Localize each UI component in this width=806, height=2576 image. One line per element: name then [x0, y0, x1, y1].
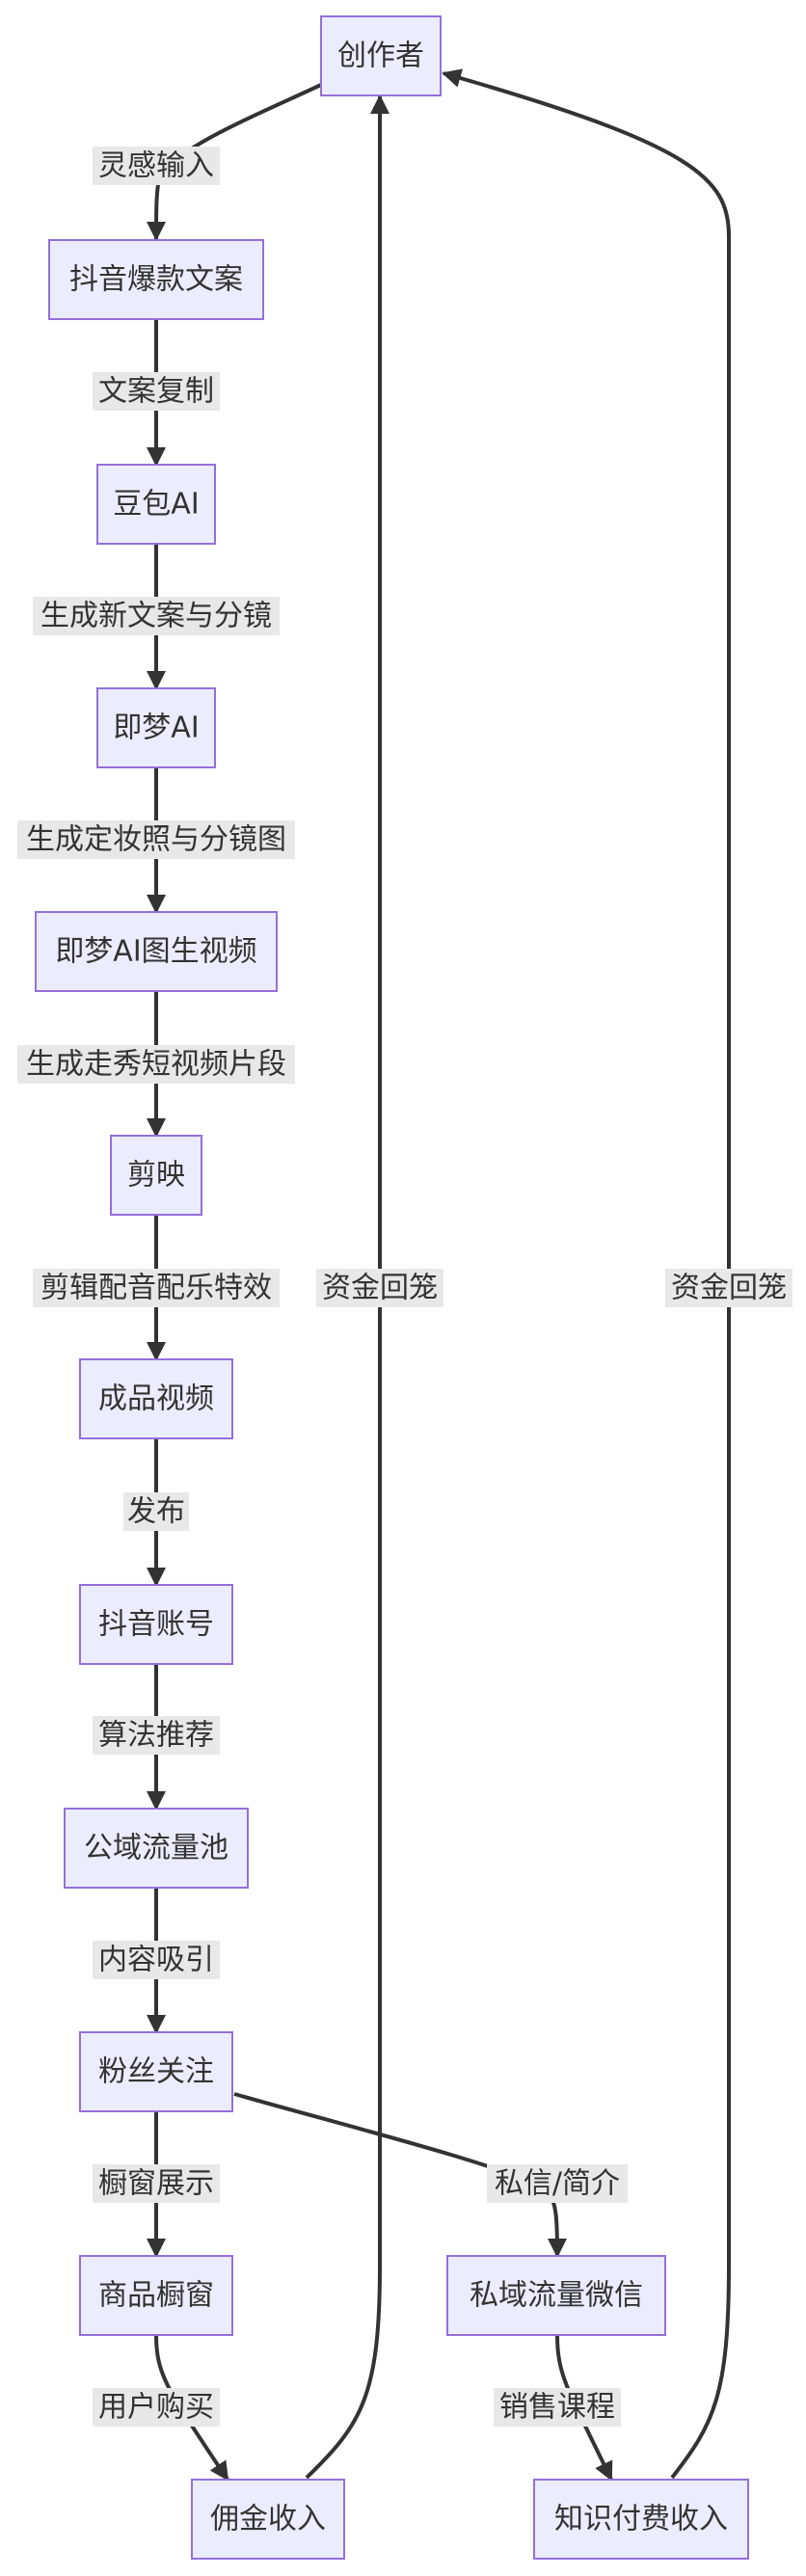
node-jimeng-video: 即梦AI图生视频	[35, 911, 278, 992]
node-douyin-copy-label: 抖音爆款文案	[69, 263, 243, 297]
node-doubao: 豆包AI	[96, 464, 216, 545]
label-display: 橱窗展示	[98, 2167, 214, 2201]
label-purchase: 用户购买	[98, 2391, 214, 2425]
node-jimeng: 即梦AI	[96, 687, 216, 768]
node-knowledge-income: 知识付费收入	[533, 2479, 749, 2560]
label-inspiration: 灵感输入	[98, 149, 214, 183]
node-fans: 粉丝关注	[79, 2031, 233, 2112]
node-final-video: 成品视频	[79, 1358, 233, 1439]
node-knowledge-income-label: 知识付费收入	[554, 2503, 728, 2536]
label-gen-clips: 生成走秀短视频片段	[26, 1048, 286, 1082]
node-creator: 创作者	[320, 15, 442, 96]
label-return-left: 资金回笼	[322, 1272, 438, 1305]
label-attract: 内容吸引	[98, 1944, 214, 1977]
node-private-wechat-label: 私域流量微信	[470, 2279, 643, 2313]
edge-labels: 灵感输入 文案复制 生成新文案与分镜 生成定妆照与分镜图 生成走秀短视频片段 剪…	[17, 147, 793, 2427]
label-return-right: 资金回笼	[671, 1272, 787, 1305]
label-gen-images: 生成定妆照与分镜图	[26, 823, 286, 857]
label-copy-paste: 文案复制	[98, 375, 214, 409]
edge-return-right	[442, 68, 731, 2480]
node-douyin-account-label: 抖音账号	[98, 1608, 214, 1642]
node-commission-label: 佣金收入	[210, 2503, 326, 2536]
node-fans-label: 粉丝关注	[98, 2055, 214, 2089]
label-sell-course: 销售课程	[499, 2391, 615, 2425]
node-jimeng-label: 即梦AI	[113, 711, 199, 745]
label-gen-copy: 生成新文案与分镜	[40, 600, 272, 633]
node-final-video-label: 成品视频	[98, 1382, 214, 1416]
node-jimeng-video-label: 即梦AI图生视频	[55, 935, 256, 969]
node-showcase: 商品橱窗	[79, 2255, 233, 2336]
node-commission: 佣金收入	[191, 2479, 345, 2560]
label-algorithm: 算法推荐	[98, 1719, 214, 1753]
node-public-pool-label: 公域流量池	[84, 1832, 228, 1865]
node-showcase-label: 商品橱窗	[98, 2279, 214, 2313]
node-creator-label: 创作者	[337, 40, 424, 73]
node-jianying-label: 剪映	[127, 1159, 185, 1193]
edge-return-left	[305, 94, 390, 2480]
node-douyin-account: 抖音账号	[79, 1584, 233, 1665]
node-public-pool: 公域流量池	[64, 1808, 249, 1889]
label-publish: 发布	[127, 1495, 185, 1529]
node-private-wechat: 私域流量微信	[446, 2255, 666, 2336]
node-jianying: 剪映	[110, 1135, 202, 1216]
node-doubao-label: 豆包AI	[113, 488, 199, 522]
label-dm-bio: 私信/简介	[495, 2167, 620, 2201]
label-edit: 剪辑配音配乐特效	[40, 1272, 272, 1305]
nodes: 创作者 抖音爆款文案 豆包AI 即梦AI 即梦AI图生视频 剪映 成品视频 抖	[35, 15, 749, 2560]
node-douyin-copy: 抖音爆款文案	[48, 239, 264, 320]
